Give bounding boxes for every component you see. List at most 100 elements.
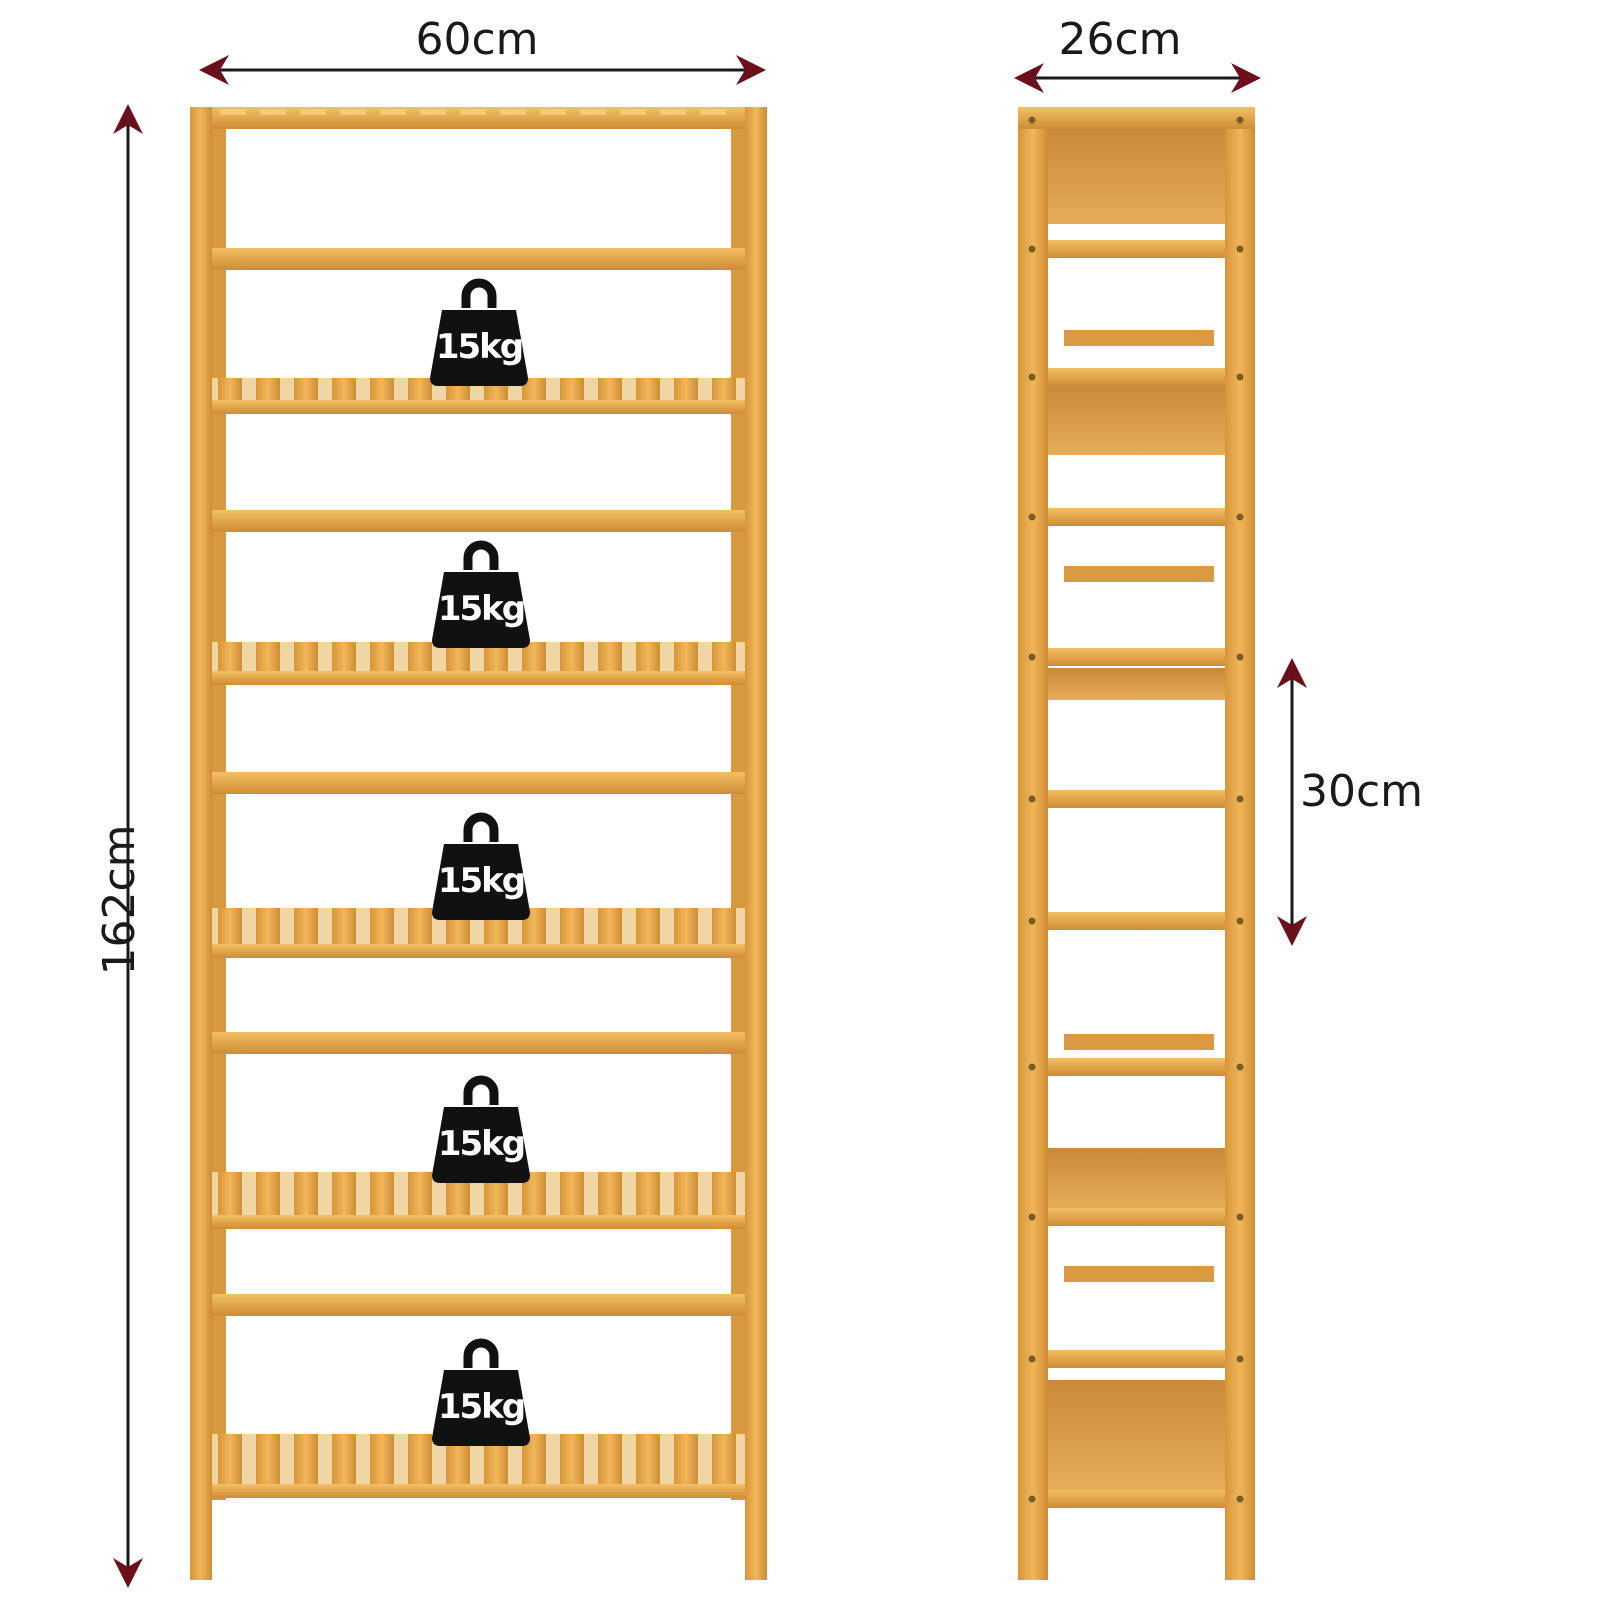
slat — [560, 908, 584, 944]
crossbar — [212, 1032, 745, 1054]
slat — [294, 642, 318, 671]
side-shelf-panel — [1048, 668, 1225, 700]
side-rail — [1048, 648, 1225, 666]
slat — [332, 378, 356, 400]
slat — [598, 1434, 622, 1484]
width-label: 60cm — [415, 14, 539, 65]
side-rail — [1048, 1350, 1225, 1368]
side-inner-rail — [1064, 1266, 1214, 1282]
slat — [636, 1172, 660, 1215]
side-inner-rail — [1064, 566, 1214, 582]
weight-badge: 15kg — [430, 1338, 532, 1446]
side-rail — [1048, 912, 1225, 930]
slat — [660, 109, 686, 115]
slat — [620, 109, 646, 115]
screw — [1236, 245, 1244, 253]
weight-badge-label: 15kg — [437, 1124, 526, 1164]
slat — [674, 1172, 698, 1215]
screw — [1028, 653, 1036, 661]
slat — [460, 109, 486, 115]
slat — [294, 378, 318, 400]
screw — [1028, 373, 1036, 381]
slat — [218, 1434, 242, 1484]
slat — [560, 1172, 584, 1215]
kettlebell-icon — [432, 1338, 530, 1446]
kettlebell-icon — [432, 812, 530, 920]
slat — [598, 642, 622, 671]
screw — [1028, 795, 1036, 803]
slat — [500, 109, 526, 115]
slat — [332, 908, 356, 944]
slat — [408, 378, 432, 400]
side-view — [1018, 107, 1255, 1580]
screw — [1028, 1355, 1036, 1363]
slat — [674, 908, 698, 944]
slat — [712, 908, 736, 944]
slat — [256, 1172, 280, 1215]
shelf-front-rail — [212, 944, 745, 958]
slat — [294, 908, 318, 944]
slat — [256, 908, 280, 944]
shelf-front-rail — [212, 1484, 745, 1498]
slat — [332, 642, 356, 671]
shelf-front-rail — [212, 400, 745, 414]
screw — [1028, 1495, 1036, 1503]
kettlebell-icon — [432, 540, 530, 648]
slat — [332, 1434, 356, 1484]
screw — [1028, 917, 1036, 925]
screw — [1236, 1213, 1244, 1221]
height-label: 162cm — [94, 824, 145, 976]
side-inner-rail — [1064, 1034, 1214, 1050]
screw — [1028, 1063, 1036, 1071]
slat — [522, 378, 546, 400]
slat — [560, 642, 584, 671]
slat — [636, 378, 660, 400]
slat — [332, 1172, 356, 1215]
slat — [712, 642, 736, 671]
slat — [598, 378, 622, 400]
weight-badge: 15kg — [430, 1075, 532, 1183]
screw — [1236, 1495, 1244, 1503]
screw — [1028, 1213, 1036, 1221]
slat — [256, 642, 280, 671]
slat — [256, 1434, 280, 1484]
side-rail — [1048, 368, 1225, 386]
slat — [218, 642, 242, 671]
slat — [294, 1172, 318, 1215]
screw — [1236, 1355, 1244, 1363]
side-shelf-panel — [1048, 1148, 1225, 1208]
slat — [408, 642, 432, 671]
slat — [712, 378, 736, 400]
weight-badge-label: 15kg — [437, 589, 526, 629]
weight-badge-label: 15kg — [437, 861, 526, 901]
screw — [1236, 116, 1244, 124]
slat — [674, 642, 698, 671]
slat — [636, 908, 660, 944]
slat — [370, 378, 394, 400]
shelf-front-rail — [212, 671, 745, 685]
slat — [598, 1172, 622, 1215]
side-shelf-panel — [1048, 385, 1225, 455]
slat — [370, 1434, 394, 1484]
kettlebell-icon — [430, 278, 528, 386]
slat — [294, 1434, 318, 1484]
side-rail — [1048, 508, 1225, 526]
side-rail — [1048, 240, 1225, 258]
weight-badge: 15kg — [430, 540, 532, 648]
side-rail — [1048, 1208, 1225, 1226]
screw — [1028, 116, 1036, 124]
slat — [218, 378, 242, 400]
slat — [256, 378, 280, 400]
slat — [674, 378, 698, 400]
screw — [1236, 917, 1244, 925]
weight-badge: 15kg — [430, 812, 532, 920]
slat — [636, 642, 660, 671]
slat — [560, 378, 584, 400]
slat — [598, 908, 622, 944]
shelf-gap-label: 30cm — [1300, 766, 1424, 817]
slat — [560, 1434, 584, 1484]
weight-badge: 15kg — [428, 278, 530, 386]
side-rail — [1048, 1490, 1225, 1508]
slat — [636, 1434, 660, 1484]
